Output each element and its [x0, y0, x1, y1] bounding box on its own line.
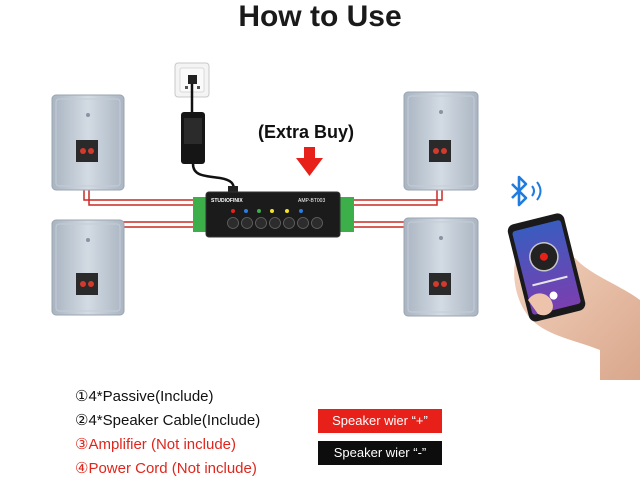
speaker-bottom-right	[403, 217, 479, 317]
amplifier-brand: STUDIOFINIX	[211, 198, 243, 204]
legend-positive-wire: Speaker wier “+”	[318, 409, 442, 433]
legend-negative-wire: Speaker wier “-”	[318, 441, 442, 465]
down-arrow-icon	[296, 147, 323, 176]
extra-buy-label: (Extra Buy)	[258, 122, 355, 142]
included-items-list: ①4*Passive(Include) ②4*Speaker Cable(Inc…	[75, 385, 260, 481]
amplifier: STUDIOFINIX AMP-BT003	[193, 191, 354, 238]
bluetooth-icon	[511, 175, 542, 207]
power-adapter	[181, 84, 238, 194]
wiring-diagram: STUDIOFINIX AMP-BT003	[51, 62, 640, 380]
speaker-top-left	[51, 94, 125, 191]
page-title: How to Use	[238, 0, 402, 33]
list-item-speaker-cable: ②4*Speaker Cable(Include)	[75, 412, 261, 429]
list-item-passive: ①4*Passive(Include)	[75, 388, 214, 405]
wall-outlet-icon	[174, 62, 210, 98]
list-item-amplifier: ③Amplifier (Not include)	[75, 436, 236, 453]
smartphone-icon	[507, 213, 640, 380]
list-item-power-cord: ④Power Cord (Not include)	[75, 460, 257, 477]
amplifier-model: AMP-BT003	[298, 198, 325, 204]
speaker-top-right	[403, 91, 479, 191]
speaker-bottom-left	[51, 219, 125, 316]
